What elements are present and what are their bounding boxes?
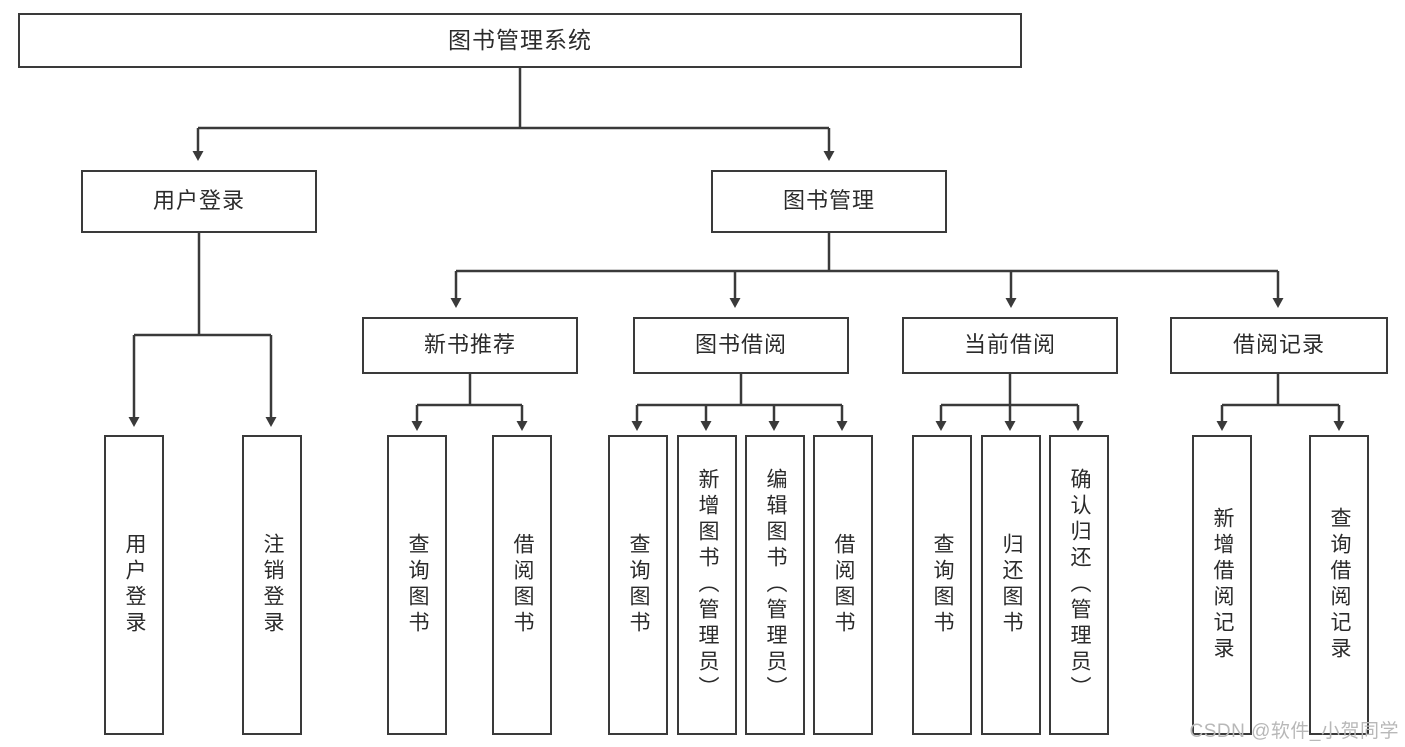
watermark: CSDN @软件_小贺同学 (1189, 721, 1399, 742)
leaf-return-book[interactable]: 归还图书 (981, 435, 1041, 735)
node-new-book-recommend[interactable]: 新书推荐 (362, 317, 578, 374)
leaf-add-book-admin-label: 新增图书（管理员） (696, 468, 720, 702)
node-borrow-record[interactable]: 借阅记录 (1170, 317, 1388, 374)
leaf-add-book-admin[interactable]: 新增图书（管理员） (677, 435, 737, 735)
leaf-query-book-current-label: 查询图书 (931, 533, 955, 637)
leaf-query-book-rec-label: 查询图书 (406, 533, 430, 637)
leaf-borrow-book-rec-label: 借阅图书 (511, 533, 535, 637)
node-root-label: 图书管理系统 (448, 26, 592, 53)
leaf-add-borrow-record[interactable]: 新增借阅记录 (1192, 435, 1252, 735)
leaf-logout[interactable]: 注销登录 (242, 435, 302, 735)
node-borrow-record-label: 借阅记录 (1232, 332, 1325, 358)
leaf-logout-label: 注销登录 (261, 533, 285, 637)
leaf-borrow-book-label: 借阅图书 (832, 533, 856, 637)
leaf-edit-book-admin[interactable]: 编辑图书（管理员） (745, 435, 805, 735)
leaf-confirm-return-admin[interactable]: 确认归还（管理员） (1049, 435, 1109, 735)
node-current-borrow-label: 当前借阅 (963, 332, 1056, 358)
leaf-query-borrow-record-label: 查询借阅记录 (1328, 507, 1352, 663)
node-user-login-label: 用户登录 (152, 188, 245, 214)
node-book-management-label: 图书管理 (782, 188, 875, 214)
node-new-book-recommend-label: 新书推荐 (423, 332, 516, 358)
leaf-borrow-book-rec[interactable]: 借阅图书 (492, 435, 552, 735)
leaf-query-book-borrow[interactable]: 查询图书 (608, 435, 668, 735)
leaf-user-login-label: 用户登录 (123, 533, 147, 637)
node-current-borrow[interactable]: 当前借阅 (902, 317, 1118, 374)
node-user-login[interactable]: 用户登录 (81, 170, 317, 233)
node-book-borrow[interactable]: 图书借阅 (633, 317, 849, 374)
leaf-query-book-current[interactable]: 查询图书 (912, 435, 972, 735)
leaf-user-login[interactable]: 用户登录 (104, 435, 164, 735)
leaf-edit-book-admin-label: 编辑图书（管理员） (764, 468, 788, 702)
leaf-confirm-return-admin-label: 确认归还（管理员） (1068, 468, 1092, 702)
node-book-borrow-label: 图书借阅 (694, 332, 787, 358)
node-root[interactable]: 图书管理系统 (18, 13, 1022, 68)
leaf-query-book-rec[interactable]: 查询图书 (387, 435, 447, 735)
leaf-query-book-borrow-label: 查询图书 (627, 533, 651, 637)
node-book-management[interactable]: 图书管理 (711, 170, 947, 233)
leaf-query-borrow-record[interactable]: 查询借阅记录 (1309, 435, 1369, 735)
leaf-borrow-book[interactable]: 借阅图书 (813, 435, 873, 735)
leaf-return-book-label: 归还图书 (1000, 533, 1024, 637)
leaf-add-borrow-record-label: 新增借阅记录 (1211, 507, 1235, 663)
